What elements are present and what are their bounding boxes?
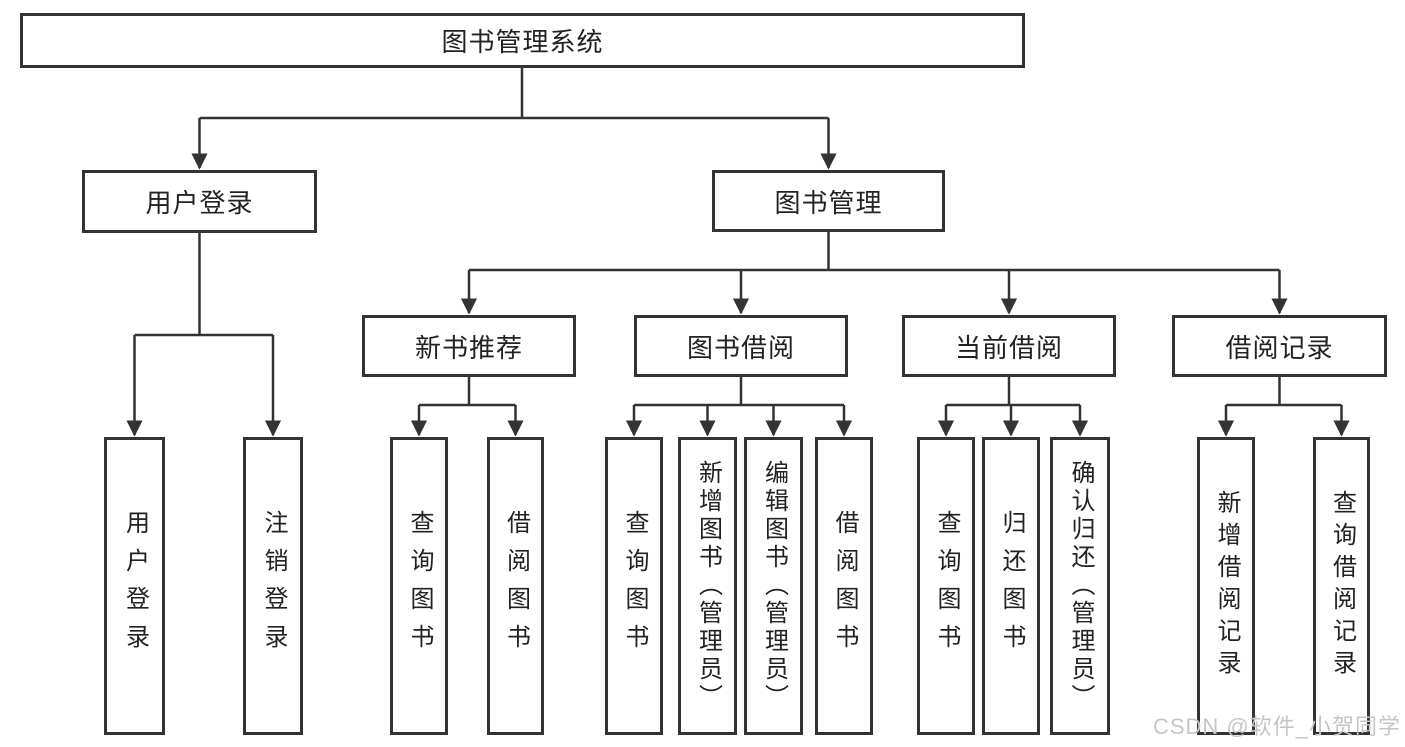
node-current-borrow: 当前借阅 (902, 315, 1116, 377)
leaf-cb-confirm-return-admin: 确认归还（管理员） (1050, 437, 1110, 735)
leaf-bb-query-books-label: 查询图书 (621, 510, 648, 662)
node-borrow-records: 借阅记录 (1172, 315, 1387, 377)
node-new-book-recommend: 新书推荐 (362, 315, 576, 377)
edges-root (191, 68, 837, 170)
edges-new-book-recommend (410, 377, 524, 437)
leaf-cb-query-books: 查询图书 (917, 437, 975, 735)
leaf-cb-confirm-return-admin-label: 确认归还（管理员） (1067, 460, 1094, 712)
edges-current-borrow (937, 377, 1089, 437)
leaf-logout: 注销登录 (243, 437, 303, 735)
edges-user-login (126, 233, 282, 437)
leaf-br-add-record: 新增借阅记录 (1197, 437, 1255, 735)
edges-borrow-records (1217, 377, 1350, 437)
leaf-bb-borrow-books: 借阅图书 (815, 437, 873, 735)
leaf-br-query-record: 查询借阅记录 (1313, 437, 1370, 735)
leaf-logout-label: 注销登录 (260, 510, 287, 662)
edges-book-borrow (625, 377, 853, 437)
leaf-cb-return-books: 归还图书 (982, 437, 1040, 735)
leaf-nb-borrow-books-label: 借阅图书 (502, 510, 530, 662)
leaf-bb-edit-books-admin: 编辑图书（管理员） (744, 437, 803, 735)
leaf-cb-return-books-label: 归还图书 (998, 510, 1025, 662)
leaf-bb-query-books: 查询图书 (605, 437, 663, 735)
node-book-borrow: 图书借阅 (634, 315, 848, 377)
leaf-bb-edit-books-admin-label: 编辑图书（管理员） (760, 460, 788, 712)
node-user-login: 用户登录 (82, 170, 317, 233)
leaf-bb-borrow-books-label: 借阅图书 (831, 510, 858, 662)
node-book-management: 图书管理 (712, 170, 945, 232)
node-root: 图书管理系统 (20, 13, 1025, 68)
leaf-nb-query-books-label: 查询图书 (406, 510, 433, 662)
leaf-br-query-record-label: 查询借阅记录 (1328, 490, 1356, 682)
leaf-bb-add-books-admin-label: 新增图书（管理员） (694, 460, 722, 712)
leaf-bb-add-books-admin: 新增图书（管理员） (678, 437, 737, 735)
leaf-user-login: 用户登录 (104, 437, 165, 735)
leaf-br-add-record-label: 新增借阅记录 (1213, 490, 1240, 682)
edges-book-management (460, 232, 1288, 315)
leaf-cb-query-books-label: 查询图书 (933, 510, 960, 662)
leaf-nb-borrow-books: 借阅图书 (487, 437, 544, 735)
leaf-nb-query-books: 查询图书 (390, 437, 448, 735)
csdn-watermark: CSDN @软件_小贺同学 (1152, 714, 1401, 739)
leaf-user-login-label: 用户登录 (121, 510, 149, 662)
